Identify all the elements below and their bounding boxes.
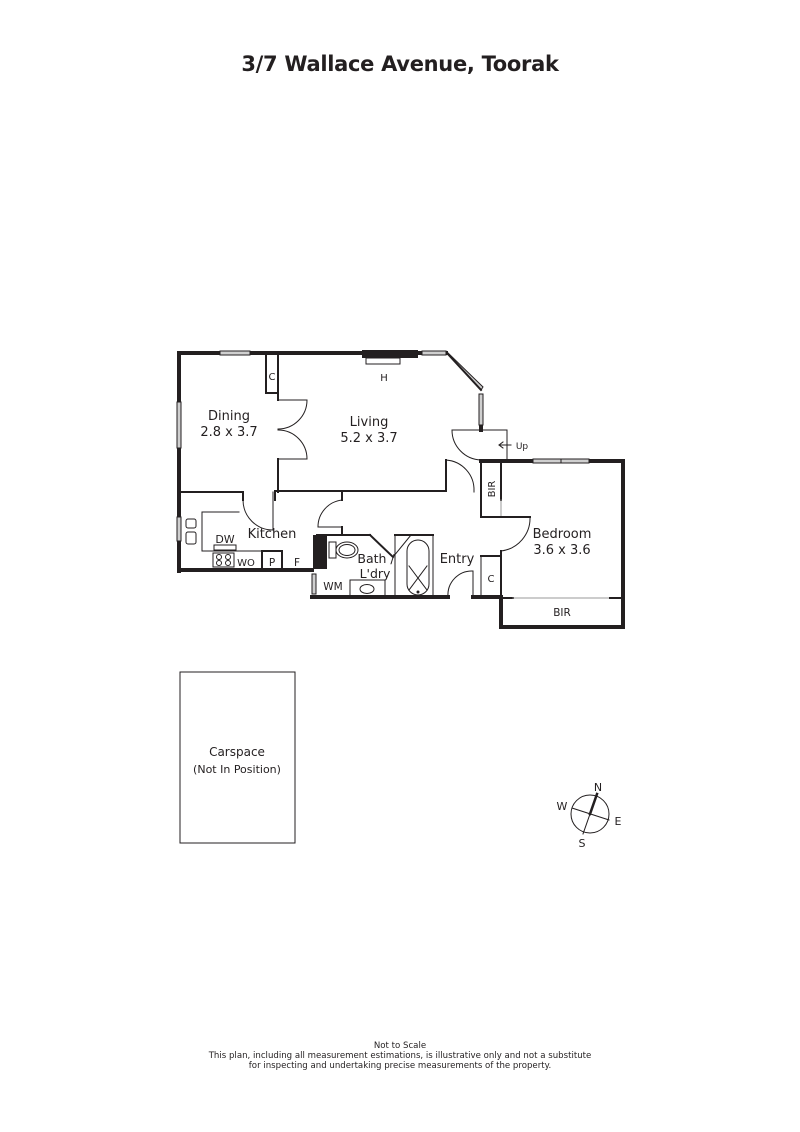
fridge-label: F	[294, 557, 300, 569]
cooktop-icon	[212, 552, 235, 568]
compass-south: S	[579, 837, 586, 850]
not-to-scale-note: Not to Scale	[373, 1041, 427, 1051]
entry-label: Entry	[440, 552, 475, 567]
heater-label: H	[380, 373, 388, 384]
entry-bir-label: BIR	[487, 481, 498, 498]
heater-icon	[365, 357, 401, 365]
disclaimer-line-1: This plan, including all measurement est…	[208, 1051, 592, 1061]
compass-west: W	[557, 800, 568, 813]
bathtub-icon	[406, 539, 430, 596]
disclaimer-line-2: for inspecting and undertaking precise m…	[248, 1061, 552, 1071]
wall-oven-label: WO	[237, 558, 255, 569]
dishwasher-label: DW	[215, 533, 234, 546]
doors	[242, 399, 531, 598]
bath-wall-block	[313, 535, 327, 569]
living-dims: 5.2 x 3.7	[340, 431, 397, 446]
basin-icon	[349, 579, 386, 597]
living-label: Living	[350, 415, 389, 430]
disclaimer: Not to Scale This plan, including all me…	[0, 1041, 800, 1071]
dining-dims: 2.8 x 3.7	[200, 425, 257, 440]
carspace-note: (Not In Position)	[193, 763, 281, 776]
stairs-up-label: Up	[516, 442, 529, 452]
entry-cupboard-label: C	[488, 574, 495, 585]
kitchen-label: Kitchen	[248, 527, 297, 542]
bath-label: Bath /	[357, 551, 395, 566]
bedroom-dims: 3.6 x 3.6	[533, 543, 590, 558]
washing-machine-label: WM	[323, 581, 342, 593]
laundry-label: L'dry	[360, 566, 391, 581]
dining-cupboard-label: C	[269, 372, 276, 383]
bedroom-label: Bedroom	[533, 527, 592, 542]
dining-label: Dining	[208, 409, 250, 424]
compass-north: N	[594, 781, 602, 794]
heater-block	[362, 350, 418, 358]
fixtures	[185, 441, 512, 597]
pantry-label: P	[269, 557, 275, 569]
toilet-icon	[328, 541, 337, 559]
page-title: 3/7 Wallace Avenue, Toorak	[241, 52, 559, 76]
carspace-outline	[179, 671, 296, 844]
compass-east: E	[615, 815, 622, 828]
carspace-label: Carspace	[209, 745, 265, 759]
bedroom-bir-label: BIR	[553, 607, 571, 619]
sink-icon	[185, 518, 197, 529]
compass-icon	[570, 792, 610, 835]
